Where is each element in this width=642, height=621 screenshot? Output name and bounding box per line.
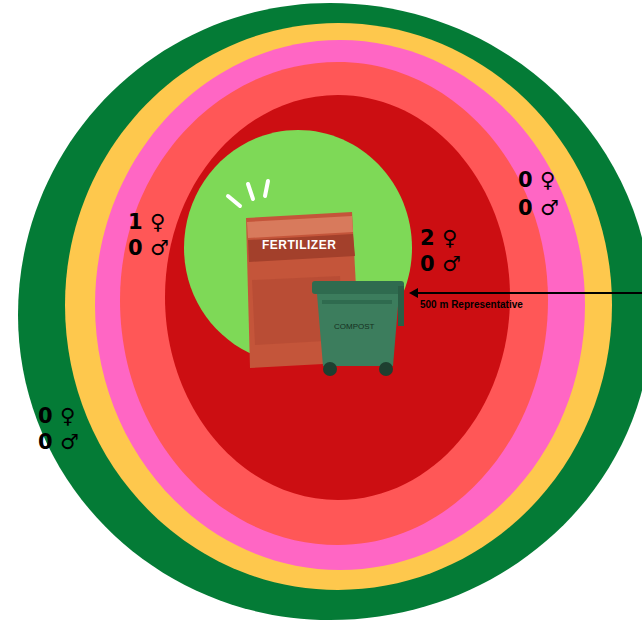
sparkle bbox=[228, 181, 268, 206]
count-label: 0 ♀ bbox=[518, 168, 555, 192]
count-label: 2 ♀ bbox=[420, 226, 457, 250]
bag-label: FERTILIZER bbox=[262, 238, 336, 252]
radius-arrow bbox=[409, 288, 642, 298]
scale-label: 500 m Representative bbox=[420, 299, 523, 310]
count-label: 0 ♀ bbox=[38, 404, 75, 428]
count-label: 1 ♀ bbox=[128, 210, 165, 234]
count-label: 0 ♂ bbox=[38, 430, 79, 454]
dark-red-band-outline bbox=[165, 95, 510, 500]
bin-label: COMPOST bbox=[334, 322, 374, 331]
count-label: 0 ♂ bbox=[518, 196, 559, 220]
outer-green-band-outline bbox=[18, 3, 642, 620]
yellow-band bbox=[65, 23, 612, 590]
count-label: 0 ♂ bbox=[128, 236, 169, 260]
light-red-band-outline bbox=[120, 62, 548, 545]
count-label: 0 ♂ bbox=[420, 252, 461, 276]
compost-bin bbox=[312, 281, 404, 376]
pink-band-outline bbox=[95, 40, 585, 570]
